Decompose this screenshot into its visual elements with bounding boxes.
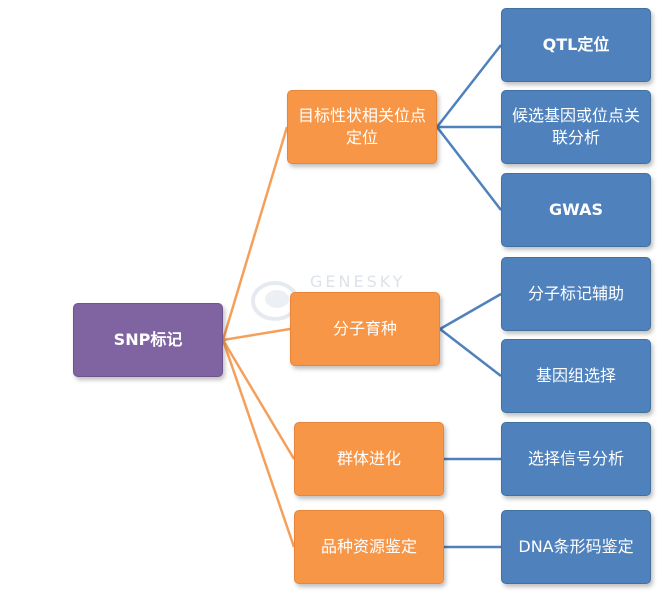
connector-root-m4 xyxy=(221,339,296,548)
leaf-label: 候选基因或位点关联分析 xyxy=(511,106,640,147)
node-molecular-breeding[interactable]: 分子育种 xyxy=(290,292,440,366)
leaf-candidate-gene-association[interactable]: 候选基因或位点关联分析 xyxy=(501,90,651,164)
node-label: 目标性状相关位点定位 xyxy=(297,106,426,147)
root-node-label: SNP标记 xyxy=(113,330,183,349)
node-target-trait-locus-mapping[interactable]: 目标性状相关位点定位 xyxy=(287,90,437,164)
node-label: 分子育种 xyxy=(332,319,397,338)
leaf-marker-assisted[interactable]: 分子标记辅助 xyxy=(501,257,651,331)
connector-m1-l3 xyxy=(436,126,502,211)
connector-root-m3 xyxy=(221,339,296,460)
leaf-genomic-selection[interactable]: 基因组选择 xyxy=(501,339,651,413)
leaf-label: DNA条形码鉴定 xyxy=(518,537,634,556)
leaf-selection-signal-analysis[interactable]: 选择信号分析 xyxy=(501,422,651,496)
leaf-label: 分子标记辅助 xyxy=(527,284,624,303)
node-label: 群体进化 xyxy=(336,449,401,468)
leaf-label: QTL定位 xyxy=(542,35,610,54)
connector-root-m2 xyxy=(222,327,291,342)
leaf-qtl-mapping[interactable]: QTL定位 xyxy=(501,8,651,82)
leaf-label: GWAS xyxy=(549,200,603,219)
leaf-dna-barcode-identification[interactable]: DNA条形码鉴定 xyxy=(501,510,651,584)
root-node-snp-marker[interactable]: SNP标记 xyxy=(73,303,223,377)
connector-m2-l5 xyxy=(439,328,502,377)
leaf-label: 基因组选择 xyxy=(535,366,616,385)
connector-m1-l1 xyxy=(436,44,502,128)
node-population-evolution[interactable]: 群体进化 xyxy=(294,422,444,496)
leaf-gwas[interactable]: GWAS xyxy=(501,173,651,247)
connector-root-m1 xyxy=(221,126,289,341)
connector-m2-l4 xyxy=(439,292,502,331)
node-variety-resource-identification[interactable]: 品种资源鉴定 xyxy=(294,510,444,584)
node-label: 品种资源鉴定 xyxy=(320,537,417,556)
leaf-label: 选择信号分析 xyxy=(527,449,624,468)
